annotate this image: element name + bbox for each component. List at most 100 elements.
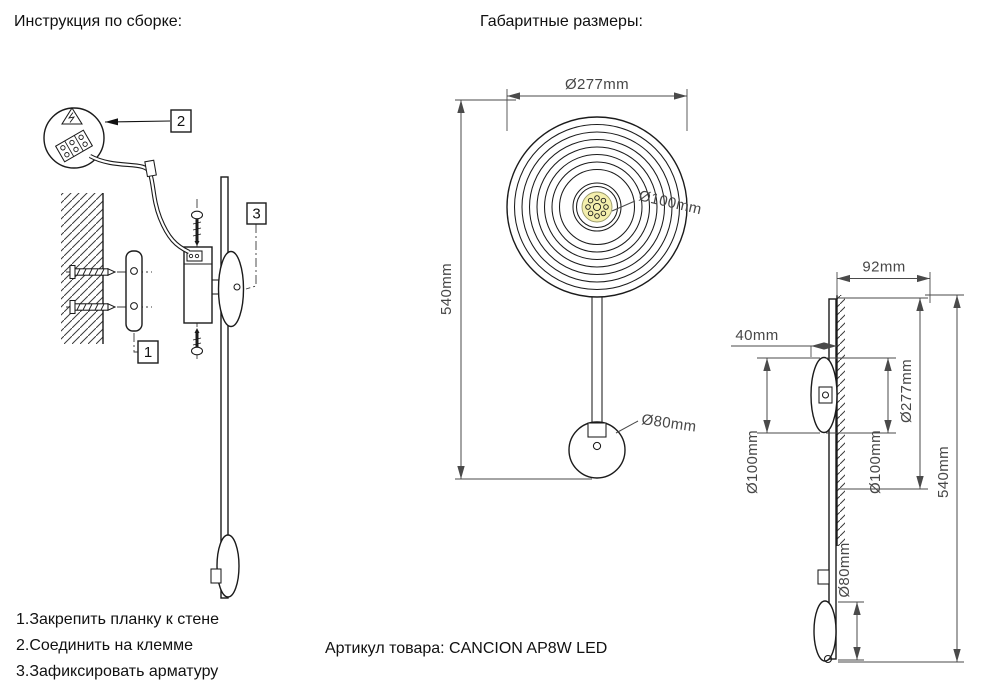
terminal-divider <box>73 135 84 152</box>
stem-clamp <box>587 422 607 438</box>
disc-ring <box>543 153 651 261</box>
callout-2-label: 2 <box>177 113 185 130</box>
disc-ring <box>506 116 688 298</box>
dim-label-front-disc: Ø277mm <box>565 76 629 93</box>
dim-label-side-hub: Ø100mm <box>867 430 884 494</box>
led-dot <box>585 204 591 210</box>
callout-1-label: 1 <box>144 344 152 361</box>
dim-label-side-offset: 40mm <box>735 327 778 344</box>
screw-head <box>190 210 204 220</box>
dim-side-92: 92mm <box>836 259 931 303</box>
dim-side-100-canopy: Ø100mm <box>744 357 820 494</box>
plate-hole <box>130 302 138 310</box>
terminal-screw <box>188 253 194 259</box>
disc-ring <box>536 146 658 268</box>
screw-threads <box>192 337 202 346</box>
dim-label-side-depth: 92mm <box>862 259 905 276</box>
dim-side-40: 40mm <box>731 327 837 357</box>
screw-tip <box>194 328 200 333</box>
wall-screw-icon <box>69 264 117 280</box>
terminal-screw <box>82 141 88 147</box>
step-3: 3.Зафиксировать арматуру <box>16 663 219 680</box>
callout-2-box <box>170 109 192 133</box>
dim-label-side-disc: Ø277mm <box>898 359 915 423</box>
upper-disc-side <box>217 250 245 328</box>
electric-warning-triangle-icon <box>61 107 83 125</box>
callout-1-box <box>137 340 159 364</box>
screw-threads <box>76 268 105 276</box>
terminal-screw <box>69 139 75 146</box>
led-dot <box>600 197 607 204</box>
warning-triangle <box>61 107 83 125</box>
led-dot <box>603 204 609 210</box>
leader-line <box>611 200 636 212</box>
disc-ring <box>558 168 636 246</box>
plate-hole <box>130 267 138 275</box>
disc-hub <box>233 283 241 291</box>
lower-disc-side <box>216 534 240 598</box>
bottom-circle <box>568 421 626 479</box>
bottom-ring <box>568 421 626 479</box>
wall-hatch <box>837 295 845 546</box>
power-wire <box>88 154 190 254</box>
screw-head <box>69 299 76 315</box>
lower-bracket <box>817 569 830 585</box>
assembly-steps: 1.Закрепить планку к стене 2.Соединить н… <box>16 607 219 685</box>
lamp-bar <box>220 176 229 599</box>
led-dot <box>600 210 607 217</box>
dim-side-80: Ø80mm <box>836 542 864 661</box>
step-1: 1.Закрепить планку к стене <box>16 611 219 628</box>
dim-front-100: Ø100mm <box>611 187 703 218</box>
canopy-hub <box>821 391 830 399</box>
set-screw-bottom-icon <box>190 328 204 356</box>
dim-side-277: Ø277mm <box>838 297 928 490</box>
led-dot <box>594 213 600 219</box>
clamp-pivot <box>592 441 602 451</box>
step-2: 2.Соединить на клемме <box>16 637 193 654</box>
screw-tip <box>194 241 200 246</box>
callout-3-leader <box>245 224 257 290</box>
mounting-plate <box>125 250 143 332</box>
disc-ring <box>528 138 666 276</box>
stem <box>591 297 603 424</box>
lightning-glyph <box>67 112 76 123</box>
dim-label-front-height: 540mm <box>438 263 455 315</box>
callout-3-box <box>246 202 267 225</box>
terminal-screw <box>60 145 66 151</box>
wall-screw-icon <box>69 299 117 315</box>
terminal-screw <box>73 146 79 153</box>
lamp-bar-side <box>828 298 837 660</box>
lower-bracket <box>210 568 222 584</box>
dim-label-side-height: 540mm <box>935 446 952 498</box>
callout-2-arrow <box>104 118 171 126</box>
led-dot <box>587 210 594 217</box>
dim-side-100-hub: Ø100mm <box>826 357 896 494</box>
screw-head <box>190 346 204 356</box>
terminal-screw <box>64 152 70 158</box>
canopy-bracket <box>818 386 833 404</box>
dimensions-title: Габаритные размеры: <box>480 13 643 30</box>
callout-3-label: 3 <box>252 206 260 223</box>
dim-front-540: 540mm <box>438 99 592 480</box>
dim-label-side-canopy: Ø100mm <box>744 430 761 494</box>
terminal-block <box>54 129 94 163</box>
disc-ring <box>521 131 673 283</box>
led-center <box>592 202 602 212</box>
screw-tip <box>107 302 117 312</box>
wire-connector <box>144 159 157 178</box>
power-wire-core <box>89 155 190 253</box>
terminal-screw <box>194 253 200 259</box>
lower-disc-side <box>813 600 837 662</box>
screw-tip <box>107 267 117 277</box>
set-screw-top-icon <box>190 210 204 246</box>
assembly-title: Инструкция по сборке: <box>14 13 183 30</box>
disc-ring <box>513 123 681 291</box>
callout-1-leader <box>133 333 138 353</box>
terminal-inside-housing <box>186 250 203 262</box>
dim-front-277: Ø277mm <box>506 76 688 131</box>
terminal-screw <box>78 134 84 140</box>
dim-front-80: Ø80mm <box>615 411 698 436</box>
leader-line <box>615 420 639 434</box>
